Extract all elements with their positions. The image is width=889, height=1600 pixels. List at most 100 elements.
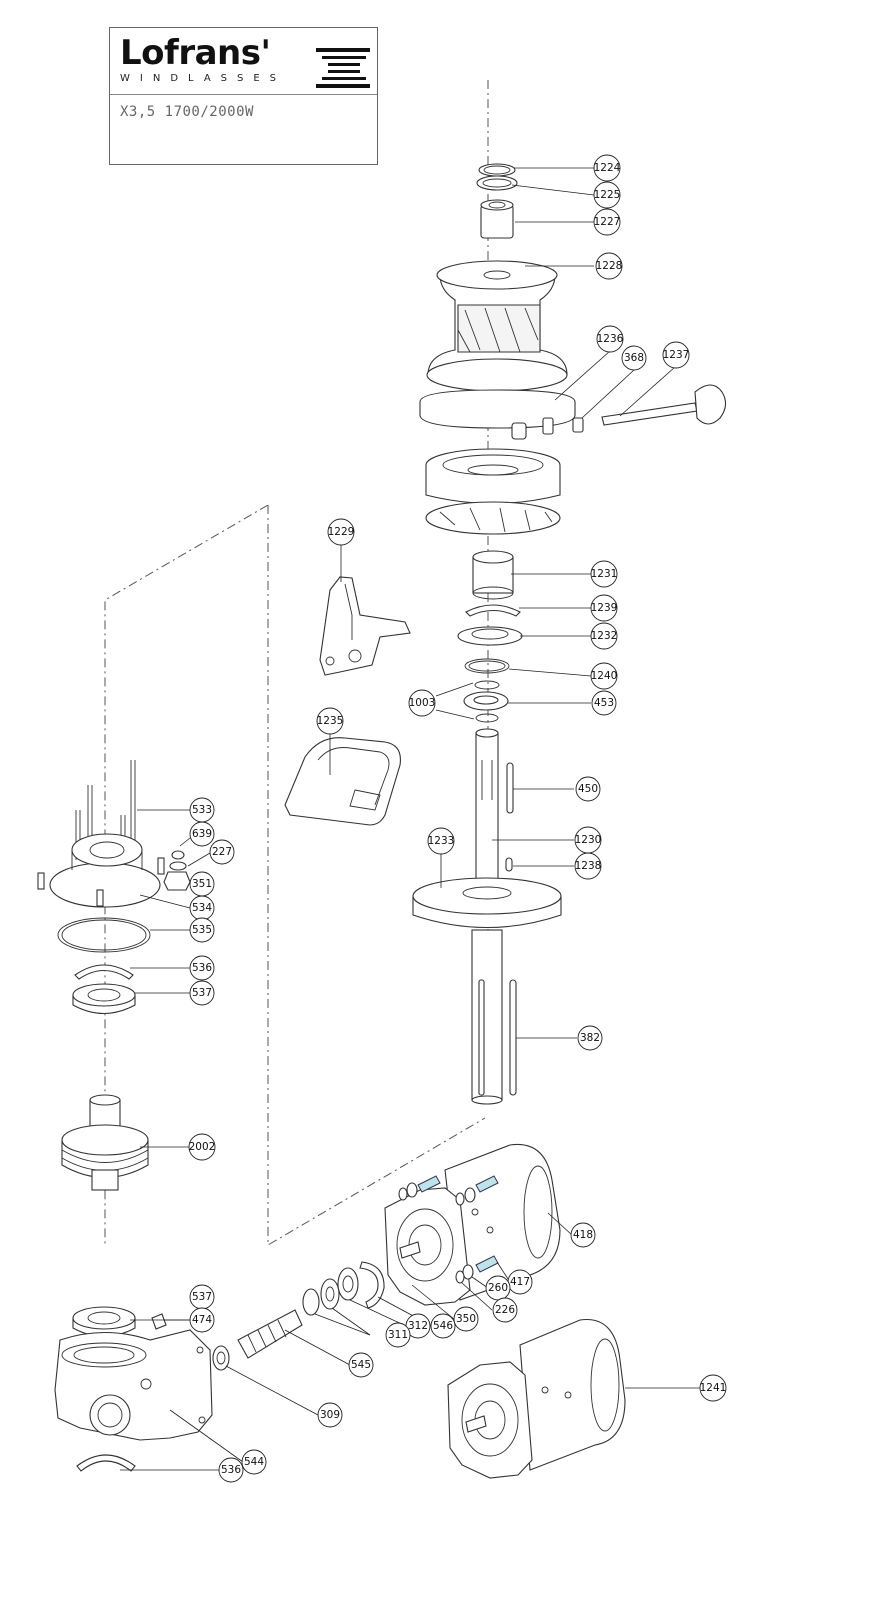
label-bubble bbox=[593, 181, 621, 209]
part-ring-1236 bbox=[419, 389, 576, 440]
part-label-536: 536 bbox=[218, 1457, 244, 1483]
part-ring-1225 bbox=[476, 175, 518, 191]
label-bubble bbox=[570, 1222, 596, 1248]
label-bubble bbox=[593, 154, 621, 182]
part-label-350: 350 bbox=[453, 1306, 479, 1332]
part-washer-312 bbox=[337, 1267, 359, 1301]
brand-name: Lofrans' bbox=[120, 33, 271, 73]
label-text: 226 bbox=[495, 1304, 515, 1316]
label-text: 536 bbox=[192, 962, 212, 974]
windlass-logo-icon bbox=[316, 48, 370, 88]
label-text: 546 bbox=[433, 1320, 453, 1332]
label-text: 2002 bbox=[189, 1141, 216, 1153]
part-pin-368 bbox=[572, 417, 584, 433]
part-label-453: 453 bbox=[591, 690, 617, 716]
part-bush-1231 bbox=[472, 550, 514, 600]
part-label-1240: 1240 bbox=[590, 662, 618, 690]
part-washer-1232 bbox=[457, 626, 523, 646]
label-text: 1240 bbox=[591, 670, 618, 682]
part-label-535: 535 bbox=[189, 917, 215, 943]
label-text: 1236 bbox=[597, 333, 624, 345]
part-washers-226 bbox=[398, 1187, 465, 1284]
part-oring-535 bbox=[57, 917, 151, 953]
label-bubble bbox=[593, 208, 621, 236]
part-label-1238: 1238 bbox=[574, 852, 602, 880]
part-label-534: 534 bbox=[189, 895, 215, 921]
label-bubble bbox=[427, 827, 455, 855]
label-text: 1225 bbox=[594, 189, 621, 201]
part-circlip-1224 bbox=[478, 163, 516, 177]
label-bubble bbox=[662, 341, 690, 369]
part-label-533: 533 bbox=[189, 797, 215, 823]
label-bubble bbox=[575, 776, 601, 802]
title-block: Lofrans' WINDLASSES X3,5 1700/2000W bbox=[109, 27, 378, 165]
part-washers-260 bbox=[406, 1182, 476, 1280]
label-bubble bbox=[188, 1133, 216, 1161]
part-motor-418 bbox=[384, 1143, 561, 1306]
part-plug-474 bbox=[151, 1313, 167, 1330]
label-bubble bbox=[590, 622, 618, 650]
label-bubble bbox=[595, 252, 623, 280]
part-label-1231: 1231 bbox=[590, 560, 618, 588]
assembly-reference-lines bbox=[104, 80, 489, 1246]
part-label-309: 309 bbox=[317, 1402, 343, 1428]
label-text: 311 bbox=[388, 1329, 408, 1341]
part-label-417: 417 bbox=[507, 1269, 533, 1295]
part-label-1236: 1236 bbox=[596, 325, 624, 353]
label-text: 309 bbox=[320, 1409, 340, 1421]
part-cover-1235 bbox=[284, 737, 401, 826]
part-label-1227: 1227 bbox=[593, 208, 621, 236]
part-bush-1227 bbox=[480, 199, 514, 239]
part-label-351: 351 bbox=[189, 871, 215, 897]
part-label-1230: 1230 bbox=[574, 826, 602, 854]
part-bolts-417 bbox=[417, 1175, 499, 1273]
part-shaft-382 bbox=[471, 929, 517, 1105]
leader-lines bbox=[120, 167, 700, 1471]
part-label-2002: 2002 bbox=[188, 1133, 216, 1161]
label-bubble bbox=[385, 1322, 411, 1348]
label-bubble bbox=[430, 1313, 456, 1339]
label-bubble bbox=[327, 518, 355, 546]
part-circlip-536-bottom bbox=[76, 1454, 136, 1472]
label-text: 537 bbox=[192, 987, 212, 999]
label-text: 474 bbox=[192, 1314, 212, 1326]
part-ring-1239 bbox=[465, 604, 521, 617]
label-text: 1237 bbox=[663, 349, 690, 361]
part-label-312: 312 bbox=[405, 1313, 431, 1339]
label-text: 1228 bbox=[596, 260, 623, 272]
label-text: 1232 bbox=[591, 630, 618, 642]
part-label-537: 537 bbox=[189, 1284, 215, 1310]
part-bearing-537-top bbox=[72, 983, 136, 1014]
part-label-1232: 1232 bbox=[590, 622, 618, 650]
label-text: 450 bbox=[578, 783, 598, 795]
part-label-1241: 1241 bbox=[699, 1374, 727, 1402]
label-bubble bbox=[453, 1306, 479, 1332]
part-gear-2002 bbox=[61, 1094, 149, 1191]
label-text: 1238 bbox=[575, 860, 602, 872]
part-capstan-drum-1228 bbox=[426, 260, 568, 392]
label-text: 227 bbox=[212, 846, 232, 858]
part-label-639: 639 bbox=[189, 821, 215, 847]
label-bubble bbox=[590, 594, 618, 622]
label-text: 1233 bbox=[428, 835, 455, 847]
logo-area: Lofrans' WINDLASSES bbox=[110, 28, 377, 95]
label-bubble bbox=[590, 560, 618, 588]
part-nut-351 bbox=[163, 871, 191, 891]
part-label-1228: 1228 bbox=[595, 252, 623, 280]
label-bubble bbox=[209, 839, 235, 865]
label-bubble bbox=[348, 1352, 374, 1378]
part-key-1238 bbox=[505, 857, 513, 872]
part-label-450: 450 bbox=[575, 776, 601, 802]
label-bubble bbox=[317, 1402, 343, 1428]
label-text: 453 bbox=[594, 697, 614, 709]
label-text: 1235 bbox=[317, 715, 344, 727]
label-text: 312 bbox=[408, 1320, 428, 1332]
part-shaft-1230 bbox=[475, 728, 499, 899]
part-motor-1241 bbox=[447, 1318, 626, 1479]
label-bubble bbox=[492, 1297, 518, 1323]
part-label-1229: 1229 bbox=[327, 518, 355, 546]
label-text: 533 bbox=[192, 804, 212, 816]
part-handle-1237 bbox=[601, 384, 727, 426]
part-label-1224: 1224 bbox=[593, 154, 621, 182]
label-text: 1230 bbox=[575, 834, 602, 846]
